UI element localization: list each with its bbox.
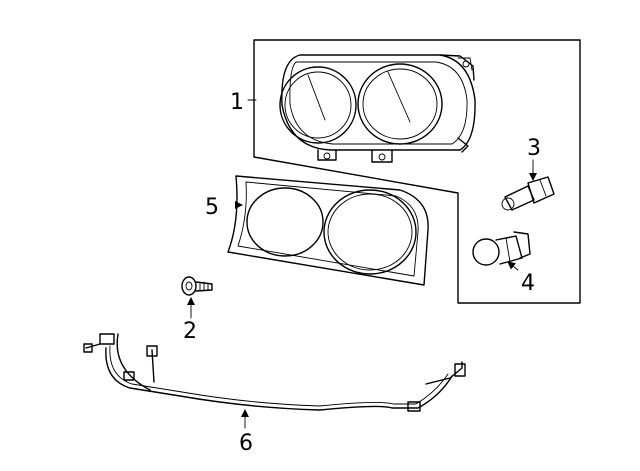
callout-1: 1 [230,90,244,115]
callout-2: 2 [183,319,197,344]
headlamp-bezel [227,175,429,286]
callout-5: 5 [205,195,219,220]
callout-6: 6 [239,431,253,456]
callout-4: 4 [521,271,535,296]
bulb-part-4 [472,231,531,266]
assembly-frame [253,39,581,304]
bulb-part-3 [501,176,555,211]
leader-4 [507,261,519,271]
callout-3: 3 [527,136,541,161]
headlamp-assembly [279,54,476,163]
wiring-harness [83,333,466,412]
screw-part-2 [181,276,213,296]
